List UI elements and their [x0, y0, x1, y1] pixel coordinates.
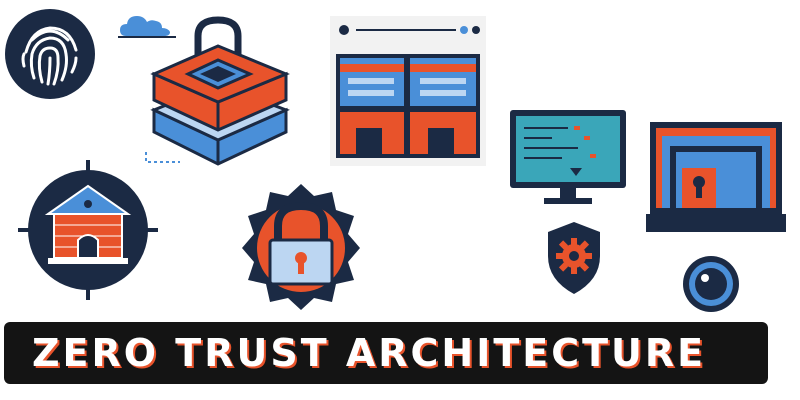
monitor-icon [508, 108, 628, 208]
lens-icon [676, 254, 746, 314]
server-rack-icon [330, 16, 486, 166]
banner-title: ZERO TRUST ARCHITECTURE [32, 331, 707, 375]
brick-house-icon [18, 160, 158, 300]
fingerprint-icon [2, 6, 98, 102]
secure-door-icon [644, 118, 788, 238]
title-banner: ZERO TRUST ARCHITECTURE [4, 322, 768, 384]
isometric-lock-box-icon [140, 14, 300, 172]
padlock-badge-icon [236, 182, 366, 312]
gear-shield-icon [544, 220, 604, 296]
cloud-icon [118, 10, 178, 40]
